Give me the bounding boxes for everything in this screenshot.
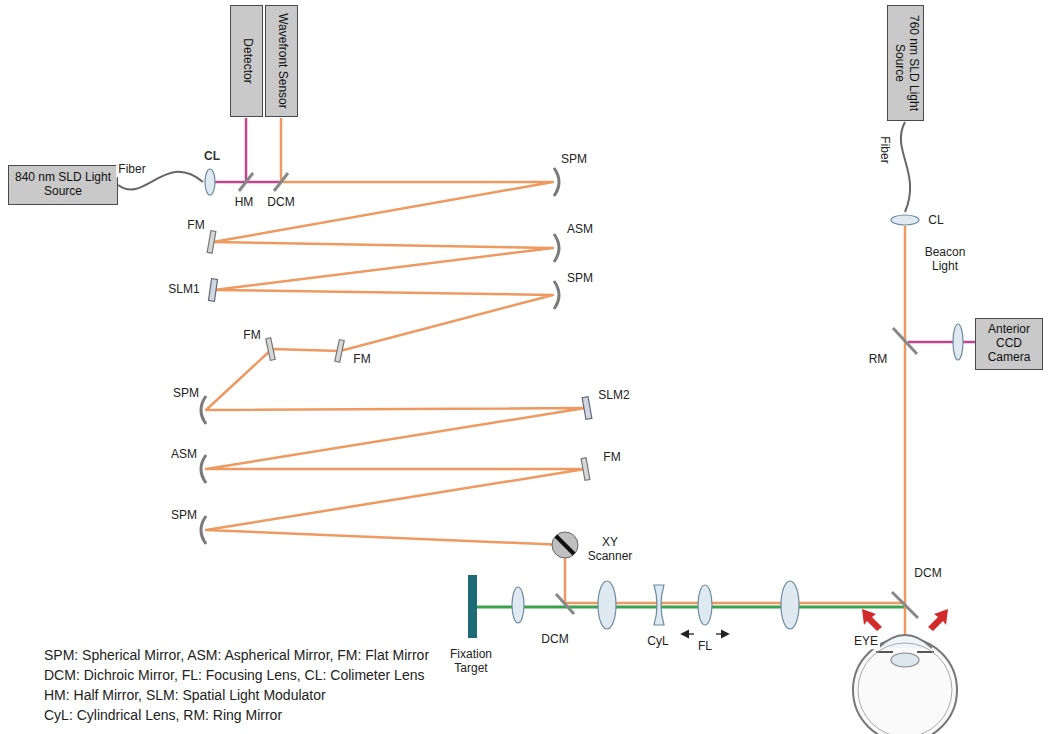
eye [853, 638, 957, 734]
curved-mirror [201, 396, 206, 424]
xy-scanner [552, 532, 578, 558]
lens [891, 215, 919, 225]
box-label: 760 nm SLD Light Source [892, 10, 920, 116]
spatial-light-modulator [208, 279, 217, 302]
part-label: FL [696, 640, 714, 654]
part-label: ASM [169, 448, 199, 462]
lens [698, 585, 712, 625]
abbreviation-note: HM: Half Mirror, SLM: Spatial Light Modu… [42, 687, 328, 703]
curved-mirror [201, 516, 206, 544]
part-label: SPM [169, 509, 199, 523]
eye-arrow [862, 609, 948, 631]
lens [654, 585, 664, 625]
fiber [901, 122, 910, 212]
focus-travel-arrow [682, 633, 728, 634]
part-label: SLM1 [166, 283, 201, 297]
instrument-box: Detector [230, 5, 263, 117]
lens [598, 581, 616, 629]
part-label: CL [926, 214, 945, 228]
part-label: CL [202, 150, 222, 164]
curved-mirror [201, 455, 206, 483]
part-label: RM [867, 353, 890, 367]
part-label: ASM [565, 223, 595, 237]
focus-travel-arrow [682, 633, 694, 634]
lens [205, 169, 215, 195]
eye [858, 643, 952, 734]
fiber [118, 122, 910, 212]
curved-mirror [554, 234, 559, 262]
part-label: Fixation Target [439, 648, 503, 676]
abbreviation-note: SPM: Spherical Mirror, ASM: Aspherical M… [42, 647, 431, 663]
lens [953, 324, 963, 360]
lens [205, 169, 963, 629]
flat-mirror [581, 458, 590, 481]
box-label: Detector [240, 10, 254, 112]
instrument-box: Anterior CCD Camera [975, 318, 1043, 370]
part-label: DCM [539, 633, 570, 647]
lens [512, 587, 524, 623]
part-label: FM [601, 451, 622, 465]
eye-arrow [862, 609, 882, 631]
imaging-beam [212, 118, 975, 342]
imaging-beam [908, 341, 975, 344]
xy-scanner [556, 536, 574, 554]
instrument-box: 840 nm SLD Light Source [8, 165, 118, 205]
part-label: EYE [852, 635, 880, 649]
beam-splitter [274, 173, 288, 191]
curved-mirror [554, 281, 559, 309]
part-label: XY Scanner [580, 536, 640, 564]
beacon-beam [280, 118, 283, 182]
part-label: Fiber [116, 163, 147, 177]
part-label: FM [185, 219, 206, 233]
instrument-box: 760 nm SLD Light Source [887, 5, 924, 121]
part-label: Beacon Light [918, 246, 972, 274]
part-label: DCM [265, 196, 296, 210]
box-label: Anterior CCD Camera [979, 323, 1039, 364]
part-label: SPM [565, 272, 595, 286]
eye-arrow [928, 609, 948, 631]
part-label: SLM2 [596, 389, 631, 403]
imaging-beam [245, 118, 248, 182]
abbreviation-note: CyL: Cylindrical Lens, RM: Ring Mirror [42, 707, 284, 723]
eye [878, 635, 932, 648]
beacon-beam [206, 182, 905, 603]
curved-mirror [201, 168, 559, 544]
fixation-beam [477, 606, 905, 609]
part-label: SPM [171, 387, 201, 401]
eye [853, 635, 957, 734]
fixation-beam [477, 606, 905, 609]
spatial-light-modulator [208, 279, 591, 420]
lens [781, 581, 799, 629]
beam-splitter [239, 173, 253, 191]
part-label: HM [233, 196, 256, 210]
part-label: Fiber [877, 134, 891, 165]
part-label: SPM [559, 153, 589, 167]
box-label: Wavefront Sensor [275, 10, 289, 112]
flat-mirror [207, 231, 216, 254]
beacon-beam [206, 118, 905, 734]
beam-splitter [239, 173, 918, 618]
fixation-target [468, 575, 477, 638]
instrument-box: Wavefront Sensor [265, 5, 298, 117]
flat-mirror [335, 340, 344, 363]
curved-mirror [554, 168, 559, 196]
part-label: FM [351, 353, 372, 367]
part-label: CyL [645, 635, 670, 649]
beam-splitter [556, 594, 574, 614]
part-label: FM [241, 329, 262, 343]
abbreviation-note: DCM: Dichroic Mirror, FL: Focusing Lens,… [42, 667, 426, 683]
beam-splitter [892, 592, 918, 618]
xy-scanner [552, 532, 578, 558]
beam-splitter [893, 328, 917, 354]
part-label: DCM [912, 567, 943, 581]
flat-mirror [207, 231, 590, 481]
spatial-light-modulator [582, 397, 592, 420]
box-label: 840 nm SLD Light Source [12, 171, 114, 199]
focus-travel-arrow [716, 633, 728, 634]
eye [891, 653, 919, 667]
flat-mirror [266, 338, 275, 361]
